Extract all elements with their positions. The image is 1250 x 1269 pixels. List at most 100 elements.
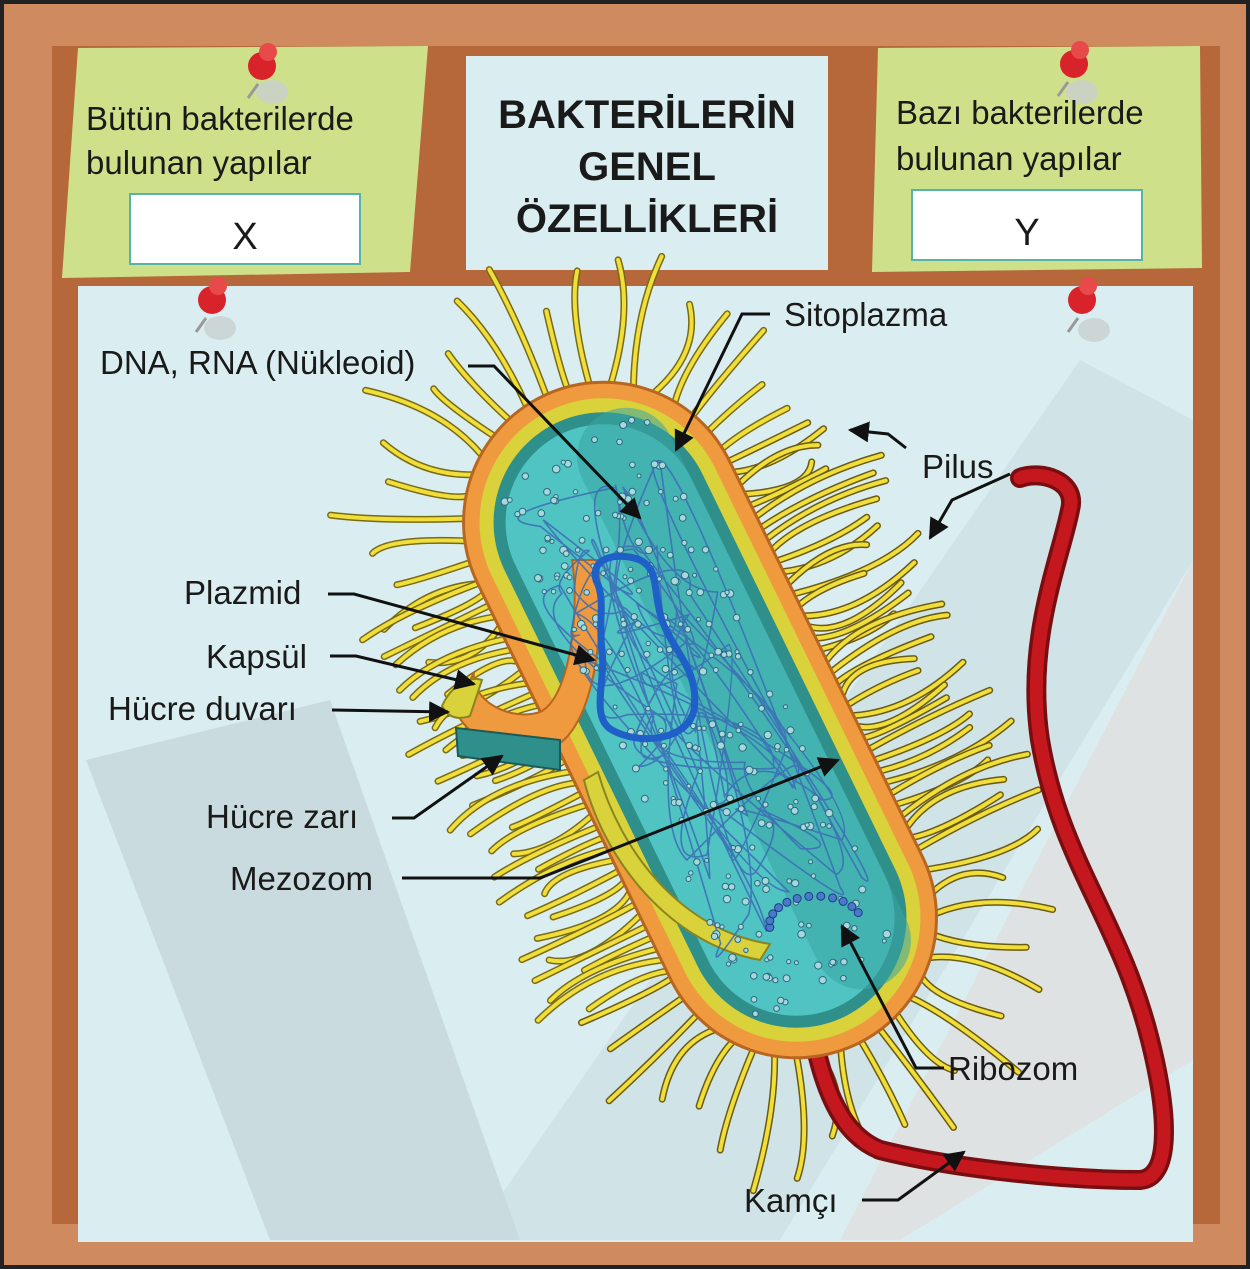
ribosome <box>629 488 636 495</box>
ribosome <box>812 795 819 802</box>
ribosome <box>538 510 545 517</box>
ribosome <box>763 974 770 981</box>
ribosome <box>561 460 565 464</box>
ribosome <box>679 515 686 522</box>
ribosome <box>645 546 653 554</box>
ribosome <box>811 874 815 878</box>
ribosome <box>561 563 568 570</box>
label-sitoplazma: Sitoplazma <box>784 296 948 333</box>
ribosome <box>852 926 857 931</box>
label-kamci: Kamçı <box>744 1182 838 1219</box>
ribosome <box>637 474 641 478</box>
label-hucre-zari: Hücre zarı <box>206 798 358 835</box>
ribosome <box>738 924 743 929</box>
ribosome <box>731 846 735 850</box>
ribosome <box>672 670 678 676</box>
ribosome <box>883 930 891 938</box>
ribosome <box>601 571 606 576</box>
ribosome <box>768 955 773 960</box>
ribosome <box>852 846 857 851</box>
ribosome <box>688 547 694 553</box>
ribosome <box>699 668 706 675</box>
ribosome <box>719 731 725 737</box>
ribosome <box>651 461 658 468</box>
ribosome <box>551 589 556 594</box>
ribosome <box>715 923 720 928</box>
ribosome <box>694 859 700 865</box>
ribosome <box>613 705 617 709</box>
ribosome <box>721 652 727 658</box>
ribosome <box>673 496 678 501</box>
ribosome <box>735 937 741 943</box>
ribosome <box>693 573 697 577</box>
ribosome <box>815 962 822 969</box>
polysome-ribosome <box>839 897 847 905</box>
polysome-ribosome <box>848 903 856 911</box>
ribosome <box>727 732 733 738</box>
ribosome <box>619 742 626 749</box>
ribosome <box>519 508 526 515</box>
ribosome <box>630 462 636 468</box>
ribosome <box>759 706 765 712</box>
label-plazmid: Plazmid <box>184 574 301 611</box>
ribosome <box>646 706 651 711</box>
ribosome <box>756 796 760 800</box>
polysome-ribosome <box>769 910 777 918</box>
ribosome <box>681 572 688 579</box>
ribosome <box>661 548 666 553</box>
ribosome <box>748 670 753 675</box>
ribosome <box>544 489 551 496</box>
ribosome <box>729 884 735 890</box>
ribosome <box>552 465 560 473</box>
polysome-ribosome <box>817 892 825 900</box>
ribosome <box>659 490 663 494</box>
ribosome <box>671 577 679 585</box>
ribosome <box>664 767 668 771</box>
label-ribozom: Ribozom <box>948 1050 1078 1087</box>
ribosome <box>711 933 717 939</box>
ribosome <box>628 567 632 571</box>
ribosome <box>641 795 648 802</box>
ribosome <box>644 651 650 657</box>
ribosome <box>691 723 696 728</box>
ribosome <box>713 668 718 673</box>
ribosome <box>693 745 698 750</box>
ribosome <box>593 622 598 627</box>
left-note-line-1: Bütün bakterilerde <box>86 100 354 137</box>
ribosome <box>686 742 692 748</box>
ribosome <box>603 547 609 553</box>
ribosome <box>784 705 788 709</box>
ribosome <box>841 959 847 965</box>
ribosome <box>706 621 712 627</box>
ribosome <box>726 874 730 878</box>
ribosome <box>685 626 691 632</box>
ribosome <box>841 975 847 981</box>
ribosome <box>794 800 798 804</box>
ribosome <box>540 547 546 553</box>
ribosome <box>676 799 682 805</box>
ribosome <box>764 731 771 738</box>
ribosome <box>550 540 554 544</box>
polysome-ribosome <box>805 892 813 900</box>
ribosome <box>535 575 542 582</box>
ribosome <box>739 722 743 726</box>
title-line-1: BAKTERİLERİN <box>498 93 796 137</box>
ribosome <box>778 997 784 1003</box>
ribosome <box>742 898 749 905</box>
ribosome <box>787 960 791 964</box>
ribosome <box>579 537 585 543</box>
label-dna-rna: DNA, RNA (Nükleoid) <box>100 344 415 381</box>
label-mezozom: Mezozom <box>230 860 373 897</box>
ribosome <box>678 622 683 627</box>
label-kapsul: Kapsül <box>206 638 307 675</box>
ribosome <box>723 895 730 902</box>
ribosome <box>750 845 755 850</box>
ribosome <box>663 781 668 786</box>
ribosome <box>800 746 806 752</box>
ribosome <box>717 742 724 749</box>
ribosome <box>722 883 728 889</box>
ribosome <box>794 961 798 965</box>
ribosome <box>744 948 748 952</box>
ribosome <box>805 823 809 827</box>
ribosome <box>628 578 634 584</box>
